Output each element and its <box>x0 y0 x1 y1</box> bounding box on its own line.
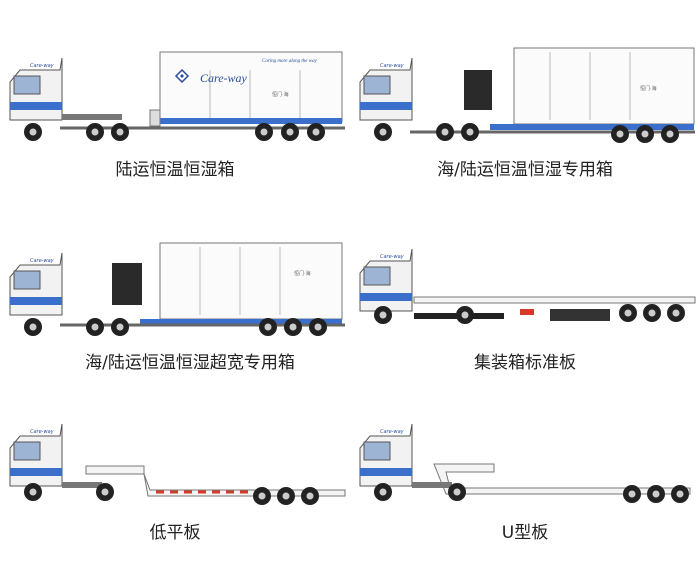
trailer-wheels <box>255 123 325 141</box>
tractor-wheels <box>24 123 129 141</box>
reefer-box: 恒门·海 <box>112 242 343 325</box>
cab-logo: Care-way <box>380 254 405 260</box>
caption-1: 陆运恒温恒湿箱 <box>115 160 235 180</box>
caption-6: U型板 <box>501 523 549 543</box>
tractor-wheels <box>374 483 466 501</box>
low-bed <box>85 465 346 497</box>
reefer-box: Care-way Caring more along the way 恒门·海 <box>159 51 343 124</box>
reefer-box: 恒门·海 <box>464 47 695 130</box>
caption-4: 集装箱标准板 <box>474 353 576 373</box>
cab-logo: Care-way <box>380 429 405 435</box>
vehicle-low-flatbed: Care-way <box>0 410 350 510</box>
trailer-wheels <box>253 487 319 505</box>
tractor-wheels <box>374 123 479 141</box>
tractor-cab: Care-way <box>9 57 122 121</box>
trailer-wheels <box>619 304 685 322</box>
care-way-logo <box>174 68 190 84</box>
box-note: 恒门·海 <box>294 270 311 277</box>
cab-logo: Care-way <box>30 63 55 69</box>
reefer-unit <box>112 263 142 305</box>
tractor-cab: Care-way <box>359 57 413 121</box>
box-note: 恒门·海 <box>640 85 657 92</box>
tractor-cab: Care-way <box>9 252 63 316</box>
vehicle-wide-reefer: 恒门·海 Care-way <box>0 235 350 345</box>
trailer-wheels <box>623 485 689 503</box>
brand-text: Care-way <box>200 71 248 85</box>
caption-5: 低平板 <box>149 523 201 543</box>
tractor-cab: Care-way <box>9 423 102 488</box>
cab-logo: Care-way <box>30 258 55 264</box>
box-note: 恒门·海 <box>272 91 289 98</box>
cab-logo: Care-way <box>380 63 405 69</box>
trailer-wheels <box>611 125 679 143</box>
vehicle-road-reefer: Care-way Caring more along the way 恒门·海 … <box>0 40 350 150</box>
tractor-wheels <box>374 306 474 324</box>
tractor-cab: Care-way <box>359 423 452 488</box>
cab-logo: Care-way <box>30 429 55 435</box>
trailer-wheels <box>259 318 327 336</box>
caption-3: 海/陆运恒温恒湿超宽专用箱 <box>85 353 295 373</box>
vehicle-u-board: Care-way <box>350 410 700 510</box>
slogan-text: Caring more along the way <box>262 59 318 64</box>
tractor-wheels <box>24 483 114 501</box>
reefer-unit <box>464 70 492 110</box>
vehicle-sea-road-reefer: 恒门·海 Care-way <box>350 40 700 150</box>
tractor-wheels <box>24 318 129 336</box>
tractor-cab: Care-way <box>359 248 413 312</box>
caption-2: 海/陆运恒温恒湿专用箱 <box>437 160 613 180</box>
vehicle-container-flatbed: Care-way <box>350 235 700 345</box>
